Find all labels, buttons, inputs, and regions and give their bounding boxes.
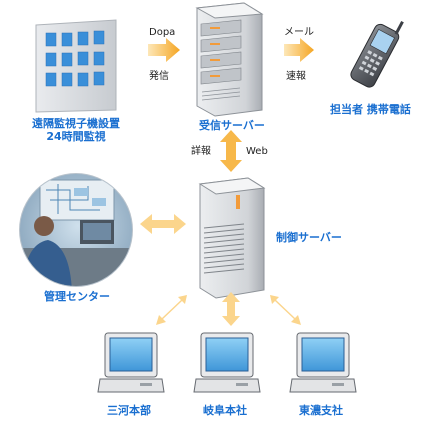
control-server-icon (198, 177, 266, 299)
receive-server-label: 受信サーバー (199, 119, 265, 132)
branch-label-mikawa: 三河本部 (107, 404, 151, 417)
detail-label: 詳報 (191, 146, 211, 157)
management-center-label: 管理センター (44, 290, 110, 303)
desktop-computer-icon (289, 332, 357, 393)
dopa-arrow (148, 38, 180, 62)
remote-unit-label-line1: 遠隔監視子機設置 (32, 117, 120, 130)
dopa-send-label: 発信 (149, 71, 169, 82)
mobile-label: 担当者 携帯電話 (330, 103, 411, 116)
mail-flash-label: 速報 (286, 71, 306, 82)
building-icon (35, 19, 117, 113)
branch-arrow-left (156, 295, 187, 325)
mail-arrow (284, 38, 314, 62)
dopa-label: Dopa (149, 27, 176, 38)
monitoring-center-photo (19, 173, 133, 287)
mail-label: メール (284, 27, 314, 38)
remote-unit-label-line2: 24時間監視 (46, 130, 106, 143)
desktop-computer-icon (193, 332, 261, 393)
mobile-phone-icon (350, 21, 404, 88)
branch-arrow-right (270, 295, 301, 325)
control-server-label: 制御サーバー (276, 231, 342, 244)
desktop-computer-icon (97, 332, 165, 393)
detail-arrow (220, 130, 242, 172)
receive-server-icon (195, 2, 264, 117)
web-label: Web (246, 146, 268, 157)
center-link-arrow (140, 214, 186, 234)
branch-arrow-center (222, 292, 240, 326)
remote-unit-label: 遠隔監視子機設置 24時間監視 (20, 117, 132, 143)
branch-label-gifu: 岐阜本社 (203, 404, 247, 417)
branch-label-tono: 東濃支社 (299, 404, 343, 417)
